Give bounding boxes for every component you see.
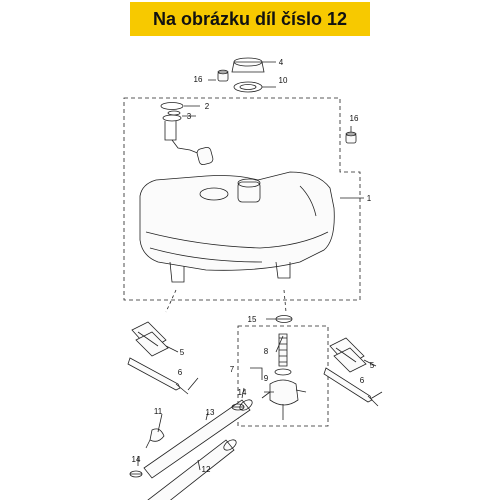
fuel-cap (231, 57, 265, 73)
callout-5-right: 5 (370, 361, 375, 370)
damper-left (131, 321, 169, 357)
diagram-title-banner: Na obrázku díl číslo 12 (130, 2, 370, 36)
callout-7: 7 (230, 365, 235, 374)
fuel-hose-12 (147, 439, 237, 500)
callout-14-upper: 14 (238, 388, 247, 397)
sender-gasket (167, 110, 181, 116)
diagram-title: Na obrázku díl číslo 12 (152, 8, 348, 29)
tank-assembly-frame (123, 97, 361, 301)
strap-right (323, 367, 379, 407)
rubber-cap-right (345, 131, 357, 144)
callout-15: 15 (248, 315, 257, 324)
callout-6-right: 6 (360, 376, 365, 385)
fuel-cock-assembly-frame (237, 325, 329, 427)
fuel-sender-unit (160, 102, 214, 166)
callout-10: 10 (279, 76, 288, 85)
clip-11 (145, 428, 165, 449)
strap-left (127, 357, 189, 395)
fuel-tank (139, 171, 335, 283)
callout-2: 2 (205, 102, 210, 111)
rubber-cap-left (217, 69, 229, 82)
callout-16-right: 16 (350, 114, 359, 123)
leader-lines (165, 289, 287, 313)
callout-4: 4 (279, 58, 284, 67)
hose-clamp-14-upper (231, 403, 245, 411)
callout-9: 9 (264, 374, 269, 383)
callout-6-left: 6 (178, 368, 183, 377)
fuel-hose-13 (143, 399, 253, 479)
callout-11: 11 (154, 407, 163, 416)
callout-8: 8 (264, 347, 269, 356)
callout-1: 1 (367, 194, 372, 203)
callout-12: 12 (202, 465, 211, 474)
fuel-cock (261, 333, 307, 420)
cap-gasket (233, 81, 263, 93)
damper-right (329, 337, 367, 373)
callout-leaders (137, 61, 383, 471)
callout-3: 3 (187, 112, 192, 121)
hose-clamp-14-lower (129, 470, 143, 478)
callout-13: 13 (206, 408, 215, 417)
callout-14-lower: 14 (132, 455, 141, 464)
callout-16-left: 16 (194, 75, 203, 84)
callout-5-left: 5 (180, 348, 185, 357)
hose-clamp-15 (275, 315, 293, 323)
